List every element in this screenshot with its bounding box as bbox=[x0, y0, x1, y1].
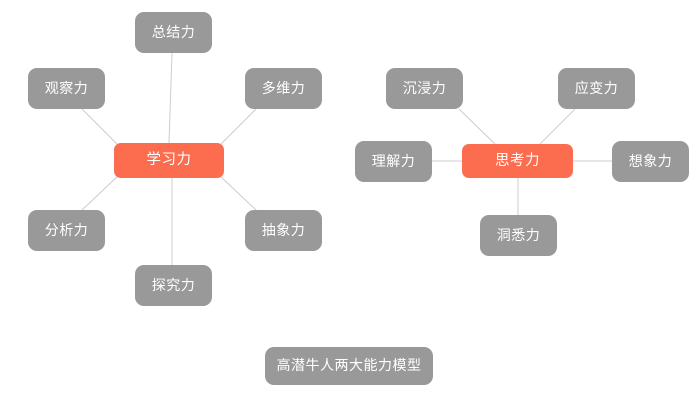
connector-line bbox=[219, 175, 257, 211]
diagram-caption[interactable]: 高潜牛人两大能力模型 bbox=[265, 347, 433, 385]
leaf-node-learning-3[interactable]: 分析力 bbox=[28, 210, 105, 251]
leaf-node-learning-1[interactable]: 观察力 bbox=[28, 68, 105, 109]
center-node-thinking[interactable]: 思考力 bbox=[462, 144, 573, 178]
center-node-learning[interactable]: 学习力 bbox=[114, 143, 224, 178]
leaf-node-learning-0[interactable]: 总结力 bbox=[135, 12, 212, 53]
leaf-node-learning-5[interactable]: 探究力 bbox=[135, 265, 212, 306]
leaf-node-thinking-0[interactable]: 沉浸力 bbox=[386, 68, 463, 109]
leaf-node-thinking-3[interactable]: 想象力 bbox=[612, 141, 689, 182]
leaf-node-learning-2[interactable]: 多维力 bbox=[245, 68, 322, 109]
connector-line bbox=[537, 108, 576, 147]
connector-line bbox=[168, 52, 173, 144]
connector-line bbox=[458, 108, 498, 147]
connector-line bbox=[81, 175, 119, 211]
connector-line bbox=[219, 108, 257, 146]
leaf-node-thinking-2[interactable]: 理解力 bbox=[355, 141, 432, 182]
leaf-node-thinking-4[interactable]: 洞悉力 bbox=[480, 215, 557, 256]
connector-line bbox=[81, 108, 119, 146]
leaf-node-thinking-1[interactable]: 应变力 bbox=[558, 68, 635, 109]
leaf-node-learning-4[interactable]: 抽象力 bbox=[245, 210, 322, 251]
